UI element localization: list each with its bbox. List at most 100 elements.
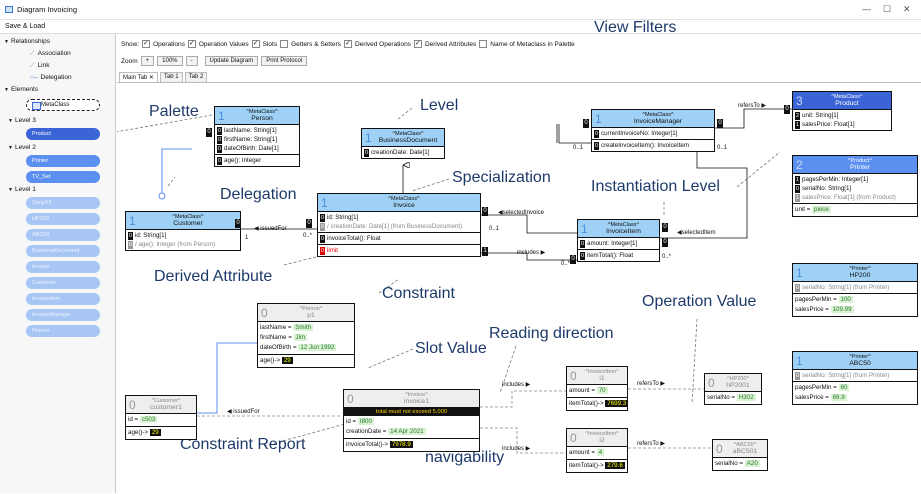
- level3-group[interactable]: ▼Level 3: [8, 117, 36, 124]
- print-protocol-button[interactable]: Print Protocol: [261, 56, 308, 66]
- zoom-in-button[interactable]: +: [140, 56, 155, 66]
- filter-checkbox[interactable]: ✓: [413, 40, 422, 48]
- association-item[interactable]: ⟋Association: [30, 50, 71, 58]
- zoom-level[interactable]: 100%: [157, 56, 183, 66]
- delegation-item[interactable]: ○–Delegation: [30, 74, 72, 81]
- slot-row[interactable]: serialNo = H302: [707, 393, 759, 403]
- relationships-group[interactable]: ▼Relationships: [4, 38, 50, 45]
- filter-checkbox[interactable]: ✓: [142, 40, 151, 48]
- filter-checkbox[interactable]: ✓: [187, 40, 196, 48]
- slot-row[interactable]: salesPrice = 109.99: [795, 305, 915, 315]
- slot-row[interactable]: amount = 70: [569, 386, 625, 396]
- slot-row[interactable]: firstName = Jim: [260, 333, 352, 343]
- maximize-button[interactable]: ☐: [883, 4, 892, 14]
- derived-attribute-row[interactable]: 0/ age(): Integer (from Person): [128, 240, 238, 249]
- level1-group[interactable]: ▼Level 1: [8, 186, 36, 193]
- diagram-canvas[interactable]: View Filters Palette Level Delegation Sp…: [117, 19, 921, 493]
- palette-item-businessdocument[interactable]: BusinessDocument: [26, 245, 100, 257]
- palette-item-invoice[interactable]: Invoice: [26, 261, 100, 273]
- filter-checkbox[interactable]: ✓: [251, 40, 260, 48]
- palette-item-invoicemanager[interactable]: InvoiceManager: [26, 309, 100, 321]
- multiplicity-marker: 0: [206, 128, 212, 137]
- object-customer1[interactable]: 0^Customer^customer1 id = c503 age()-> 2…: [125, 395, 197, 440]
- metaclass-tool[interactable]: MetaClass: [26, 99, 100, 111]
- menu-save-load[interactable]: Save & Load: [5, 23, 46, 30]
- object-name: customer1: [150, 404, 182, 411]
- palette-item-sonyx3[interactable]: SonyX3: [26, 197, 100, 209]
- elements-group[interactable]: ▼Elements: [4, 86, 38, 93]
- palette-item-product[interactable]: Product: [26, 128, 100, 140]
- filter-checkbox[interactable]: ✓: [343, 40, 352, 48]
- minimize-button[interactable]: —: [862, 4, 871, 14]
- slot-row[interactable]: unit = piece: [795, 205, 915, 215]
- operation-value-row[interactable]: age()-> 29: [128, 428, 194, 438]
- slot-row[interactable]: serialNo = A20: [715, 459, 765, 469]
- operation-value-row[interactable]: itemTotal()-> 279.6: [569, 461, 625, 471]
- filter-checkbox[interactable]: [479, 40, 488, 48]
- slot-row[interactable]: lastName = Smith: [260, 323, 352, 333]
- slot-row[interactable]: pagesPerMin = 100: [795, 295, 915, 305]
- slot-row[interactable]: salesPrice = 69.9: [795, 393, 915, 403]
- object-abc501[interactable]: 0^ABC50^aBC501 serialNo = A20: [712, 439, 768, 471]
- palette-item-hp200[interactable]: HP200: [26, 213, 100, 225]
- close-button[interactable]: ✕: [903, 4, 911, 14]
- slot-row[interactable]: id = c503: [128, 415, 194, 425]
- operation-value-row[interactable]: itemTotal()-> 7699.3: [569, 399, 629, 409]
- palette-item-tv-set[interactable]: TV_Set: [26, 171, 100, 183]
- palette-item-abc50[interactable]: ABC50: [26, 229, 100, 241]
- level2-group[interactable]: ▼Level 2: [8, 144, 36, 151]
- slot-row[interactable]: creationDate = 14 Apr 2021: [346, 427, 477, 437]
- slot-row[interactable]: id = I800: [346, 417, 477, 427]
- object-invoice1[interactable]: 0^Invoice^invoice1 total must not exceed…: [343, 389, 480, 452]
- operation-value-row[interactable]: age()-> 29: [260, 356, 352, 366]
- palette-item-printer[interactable]: Printer: [26, 155, 100, 167]
- palette-item-customer[interactable]: Customer: [26, 277, 100, 289]
- slot-row[interactable]: dateOfBirth = 12 Jun 1992: [260, 343, 352, 353]
- filter-checkbox[interactable]: [280, 40, 289, 48]
- palette-item-person[interactable]: Person: [26, 325, 100, 337]
- slot-row[interactable]: pagesPerMin = 60: [795, 383, 915, 393]
- update-diagram-button[interactable]: Update Diagram: [204, 56, 259, 66]
- slot-row[interactable]: amount = 4: [569, 448, 625, 458]
- palette-item-invoiceitem[interactable]: InvoiceItem: [26, 293, 100, 305]
- derived-attribute-row[interactable]: 0/ creationDate: Date[1] (from BusinessD…: [320, 222, 478, 231]
- object-i1[interactable]: 0^InvoiceItem^i1 amount = 70 itemTotal()…: [566, 366, 629, 411]
- level-indicator: 1: [796, 354, 803, 368]
- zoom-out-button[interactable]: -: [185, 56, 198, 66]
- link-item[interactable]: ⟋Link: [30, 62, 50, 70]
- object-p1[interactable]: 0^Person^p1 lastName = Smith firstName =…: [257, 303, 355, 368]
- object-hp2001[interactable]: 0^HP200^hP2001 serialNo = H302: [704, 373, 762, 405]
- object-i2[interactable]: 0^InvoiceItem^i2 amount = 4 itemTotal()-…: [566, 428, 628, 473]
- operation-value-row[interactable]: invoiceTotal()-> 7978.9: [346, 440, 477, 450]
